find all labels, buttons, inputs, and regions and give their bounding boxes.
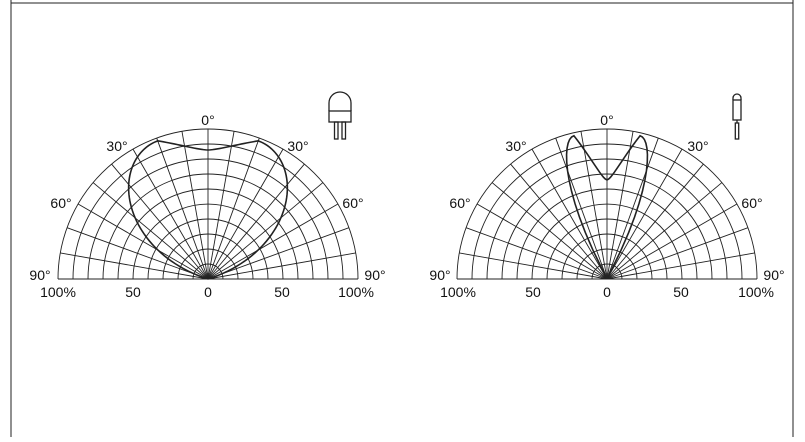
grid-spoke: [207, 148, 284, 280]
grid-spoke: [66, 227, 209, 280]
polar-grid-left: [57, 128, 359, 280]
grid-spoke: [207, 227, 350, 280]
angle-label-60-right: 60°: [741, 195, 762, 211]
radial-label-100-right: 100%: [738, 284, 774, 300]
angle-label-60-right: 60°: [342, 195, 363, 211]
grid-spoke: [476, 203, 608, 280]
grid-spoke: [181, 131, 209, 280]
grid-spoke: [606, 137, 659, 280]
angle-label-30-left: 30°: [505, 138, 526, 154]
radial-label-50-right: 50: [673, 284, 689, 300]
angle-label-90-right: 90°: [364, 267, 385, 283]
grid-spoke: [92, 182, 209, 280]
radial-label-100-left: 100%: [40, 284, 76, 300]
angle-label-30-right: 30°: [687, 138, 708, 154]
angle-label-30-left: 30°: [106, 138, 127, 154]
angle-label-60-left: 60°: [449, 195, 470, 211]
grid-spoke: [606, 163, 704, 280]
narrow-led-icon: [732, 93, 742, 140]
grid-spoke: [606, 203, 738, 280]
grid-spoke: [510, 163, 608, 280]
radiation-pattern-curve-left: [127, 140, 289, 280]
wide-dome-led-icon: [328, 91, 352, 140]
angle-label-0: 0°: [600, 112, 613, 128]
grid-spoke: [606, 182, 723, 280]
grid-spoke: [111, 163, 209, 280]
polar-grid-right: [456, 128, 758, 280]
grid-spoke: [606, 148, 683, 280]
angle-label-90-left: 90°: [29, 267, 50, 283]
polar-diagram-right: 0° 30° 30° 60° 60° 90° 90° 100% 50 0 50 …: [429, 93, 785, 300]
angle-label-90-left: 90°: [429, 267, 450, 283]
grid-spoke: [606, 252, 755, 280]
radial-label-100-right: 100%: [338, 284, 374, 300]
grid-spoke: [77, 203, 209, 280]
radial-label-50-right: 50: [274, 284, 290, 300]
grid-spoke: [207, 182, 324, 280]
grid-spoke: [132, 148, 209, 280]
radiation-pattern-curve-right: [565, 134, 649, 280]
radial-label-50-left: 50: [125, 284, 141, 300]
angle-label-90-right: 90°: [763, 267, 784, 283]
grid-spoke: [207, 131, 235, 280]
grid-spoke: [606, 131, 634, 280]
grid-spoke: [465, 227, 608, 280]
radial-label-100-left: 100%: [440, 284, 476, 300]
grid-spoke: [606, 227, 749, 280]
radial-label-0: 0: [204, 284, 212, 300]
grid-spoke: [60, 252, 209, 280]
polar-diagram-left: 0° 30° 30° 60° 60° 90° 90° 100% 50 0 50 …: [29, 91, 386, 300]
radial-label-50-left: 50: [525, 284, 541, 300]
grid-spoke: [207, 252, 356, 280]
grid-spoke: [555, 137, 608, 280]
grid-spoke: [207, 163, 305, 280]
grid-spoke: [580, 131, 608, 280]
angle-label-60-left: 60°: [50, 195, 71, 211]
grid-spoke: [491, 182, 608, 280]
grid-spoke: [207, 137, 260, 280]
grid-spoke: [207, 203, 339, 280]
angle-label-30-right: 30°: [287, 138, 308, 154]
grid-spoke: [156, 137, 209, 280]
angle-label-0: 0°: [201, 112, 214, 128]
grid-spoke: [459, 252, 608, 280]
grid-spoke: [531, 148, 608, 280]
radial-label-0: 0: [603, 284, 611, 300]
